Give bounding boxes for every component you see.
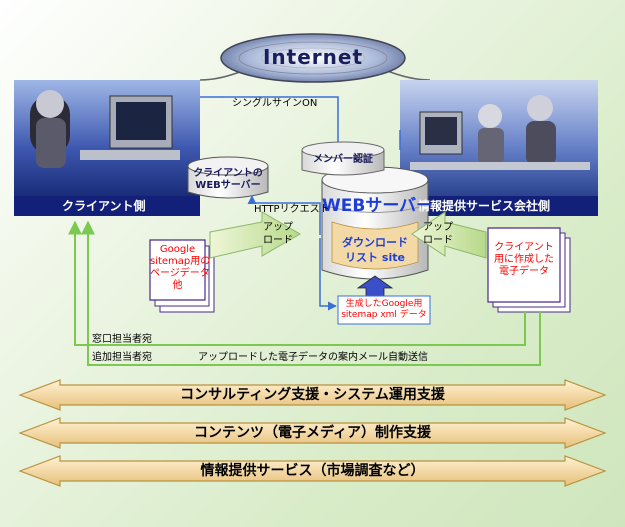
upload-left-label: アップ ロード bbox=[258, 222, 298, 247]
bar-info-label: 情報提供サービス（市場調査など） bbox=[200, 463, 425, 479]
additional-arrow bbox=[81, 220, 541, 366]
xml-box bbox=[337, 295, 431, 325]
xml-link bbox=[319, 238, 337, 311]
left-doc-line3: ページデータ bbox=[150, 268, 210, 279]
client-web-server-line2: WEBサーバー bbox=[195, 179, 261, 191]
client-photo bbox=[14, 80, 200, 216]
internet-label: Internet bbox=[262, 45, 364, 69]
upload-left-arrow bbox=[209, 211, 301, 259]
member-auth-label: メンバー認証 bbox=[313, 154, 373, 165]
sso-label: シングルサインON bbox=[232, 98, 318, 109]
web-server-sub1: ダウンロード bbox=[342, 236, 408, 249]
web-server-sub2: リスト site bbox=[345, 251, 405, 264]
right-doc-line1: クライアント bbox=[494, 242, 554, 253]
internet-right-link bbox=[384, 69, 431, 81]
left-doc-line2: sitemap用の bbox=[150, 256, 211, 267]
upload-left-line2: ロード bbox=[263, 234, 293, 246]
sso-arrow bbox=[200, 96, 343, 153]
upload-right-line2: ロード bbox=[423, 234, 453, 246]
contact-arrow bbox=[68, 220, 526, 346]
internet-cloud bbox=[220, 33, 406, 83]
web-server bbox=[321, 166, 429, 280]
http-request-label: HTTPリクエスト bbox=[254, 204, 330, 215]
right-document-stack bbox=[487, 227, 571, 313]
upload-right-arrow bbox=[411, 211, 487, 259]
client-side-caption: クライアント側 bbox=[62, 199, 146, 213]
client-web-server-line1: クライアントの bbox=[193, 168, 263, 179]
provider-photo bbox=[400, 80, 598, 216]
contact-label: 窓口担当者宛 bbox=[92, 334, 152, 345]
xml-box-line2: sitemap xml データ bbox=[341, 309, 427, 320]
client-web-server-label: クライアントの WEBサーバー bbox=[188, 168, 268, 191]
bar-consulting bbox=[18, 379, 607, 411]
upload-right-label: アップ ロード bbox=[418, 222, 458, 247]
right-doc-line2: 用に作成した bbox=[494, 254, 554, 265]
http-request-arrow bbox=[247, 195, 321, 235]
notify-label: アップロードした電子データの案内メール自動送信 bbox=[198, 352, 428, 363]
left-doc-line4: 他 bbox=[172, 280, 183, 291]
left-doc-line1: Google bbox=[159, 244, 196, 255]
xml-box-text: 生成したGoogle用 sitemap xml データ bbox=[338, 299, 430, 321]
client-web-server bbox=[187, 156, 269, 199]
bar-content bbox=[18, 417, 607, 449]
right-doc-text: クライアント 用に作成した 電子データ bbox=[488, 242, 560, 278]
upload-right-line1: アップ bbox=[423, 222, 453, 233]
additional-label: 追加担当者宛 bbox=[92, 352, 152, 363]
provider-side-caption: 情報提供サービス会社側 bbox=[418, 199, 551, 213]
web-server-title: WEBサーバー bbox=[322, 196, 434, 216]
member-auth-cylinder bbox=[301, 141, 385, 176]
bar-info bbox=[18, 455, 607, 487]
xml-box-line1: 生成したGoogle用 bbox=[345, 299, 423, 309]
xml-up-arrow bbox=[356, 275, 394, 297]
right-doc-line3: 電子データ bbox=[499, 266, 549, 277]
left-doc-text: Google sitemap用の ページデータ 他 bbox=[150, 244, 211, 292]
upload-left-line1: アップ bbox=[263, 222, 293, 233]
bar-consulting-label: コンサルティング支援・システム運用支援 bbox=[180, 387, 445, 403]
left-document-stack bbox=[149, 239, 215, 313]
bar-content-label: コンテンツ（電子メディア）制作支援 bbox=[193, 425, 432, 441]
